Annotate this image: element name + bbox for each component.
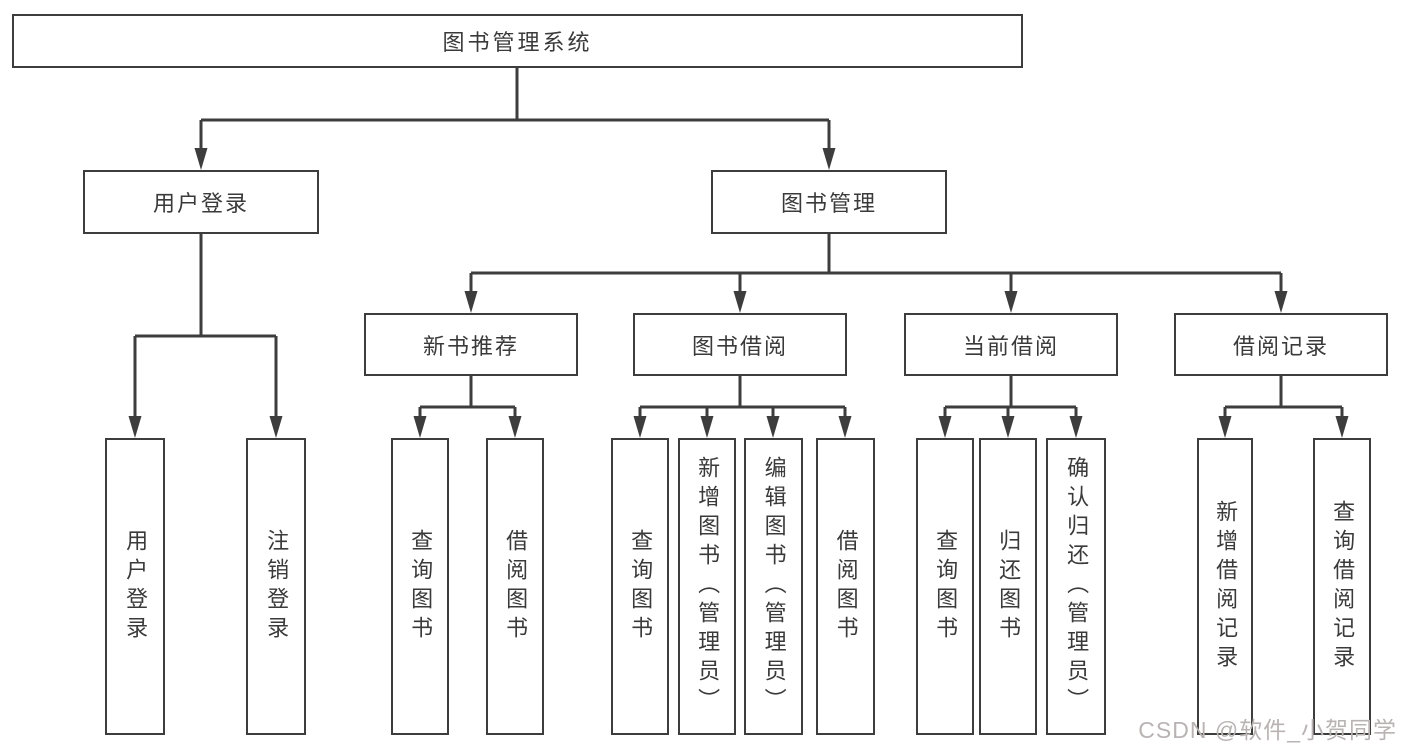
arrowhead-icon [822, 148, 836, 170]
connector-current-borrow-to-leaves [938, 376, 1083, 438]
arrowhead-icon [766, 416, 780, 438]
leaf-query-book-current: 查询图书 [916, 438, 974, 735]
leaf-borrow-book: 借阅图书 [816, 438, 875, 735]
leaf-query-borrow-record: 查询借阅记录 [1313, 438, 1371, 735]
leaf-logout: 注销登录 [246, 438, 306, 735]
arrowhead-icon [733, 291, 747, 313]
connector-line [943, 376, 1078, 418]
node-borrow-record: 借阅记录 [1174, 313, 1388, 376]
node-label: 当前借阅 [962, 333, 1059, 359]
node-user-login: 用户登录 [83, 170, 319, 234]
connector-borrow-record-to-leaves [1218, 376, 1349, 438]
connector-book-management-to-level3 [464, 234, 1288, 313]
node-label: 图书管理 [780, 191, 877, 216]
leaf-add-book-admin: 新增图书（管理员） [678, 438, 736, 735]
leaf-return-book: 归还图书 [979, 438, 1037, 735]
arrowhead-icon [1001, 416, 1015, 438]
connector-line [199, 68, 831, 150]
node-label: 借阅图书 [833, 528, 859, 645]
node-label: 归还图书 [996, 528, 1022, 645]
node-label: 借阅图书 [503, 528, 529, 645]
arrowhead-icon [938, 416, 952, 438]
node-label: 注销登录 [264, 528, 290, 645]
node-label: 确认归还（管理员） [1064, 456, 1090, 717]
leaf-user-login: 用户登录 [105, 438, 165, 735]
node-new-book-recommend: 新书推荐 [364, 313, 578, 376]
arrowhead-icon [194, 148, 208, 170]
node-label: 查询借阅记录 [1330, 499, 1356, 674]
node-book-management: 图书管理 [711, 170, 947, 234]
arrowhead-icon [838, 416, 852, 438]
arrowhead-icon [464, 291, 478, 313]
arrowhead-icon [633, 416, 647, 438]
node-label: 用户登录 [123, 528, 149, 645]
arrowhead-icon [508, 416, 522, 438]
watermark: CSDN @软件_小贺同学 [1138, 717, 1397, 743]
leaf-query-book-recommend: 查询图书 [391, 438, 449, 735]
node-label: 查询图书 [628, 528, 654, 645]
leaf-borrow-book-recommend: 借阅图书 [486, 438, 544, 735]
arrowhead-icon [128, 416, 142, 438]
connector-line [638, 376, 847, 418]
node-label: 借阅记录 [1232, 333, 1329, 359]
leaf-add-borrow-record: 新增借阅记录 [1197, 438, 1253, 735]
connector-user-login-to-leaves [128, 234, 283, 438]
leaf-edit-book-admin: 编辑图书（管理员） [744, 438, 803, 735]
arrowhead-icon [700, 416, 714, 438]
node-label: 图书借阅 [691, 333, 788, 359]
arrowhead-icon [413, 416, 427, 438]
node-label: 查询图书 [408, 528, 434, 645]
node-label: 新增图书（管理员） [695, 456, 721, 717]
leaf-confirm-return-admin: 确认归还（管理员） [1046, 438, 1106, 735]
arrowhead-icon [1004, 291, 1018, 313]
node-label: 新书推荐 [422, 333, 519, 359]
connector-book-borrow-to-leaves [633, 376, 852, 438]
arrowhead-icon [1274, 291, 1288, 313]
connector-new-book-recommend-to-leaves [413, 376, 522, 438]
connector-root-to-level2 [194, 68, 836, 170]
node-label: 图书管理系统 [442, 30, 593, 55]
connector-line [418, 376, 517, 418]
node-current-borrow: 当前借阅 [904, 313, 1118, 376]
arrowhead-icon [269, 416, 283, 438]
arrowhead-icon [1335, 416, 1349, 438]
node-label: 编辑图书（管理员） [761, 456, 787, 717]
node-label: 新增借阅记录 [1213, 499, 1239, 674]
arrowhead-icon [1218, 416, 1232, 438]
node-book-borrow: 图书借阅 [633, 313, 847, 376]
connector-line [469, 234, 1283, 293]
connector-line [133, 234, 278, 418]
node-label: 用户登录 [152, 191, 249, 216]
arrowhead-icon [1069, 416, 1083, 438]
leaf-query-book-borrow: 查询图书 [611, 438, 669, 735]
node-root: 图书管理系统 [12, 14, 1023, 68]
connector-line [1223, 376, 1344, 418]
node-label: 查询图书 [933, 528, 959, 645]
